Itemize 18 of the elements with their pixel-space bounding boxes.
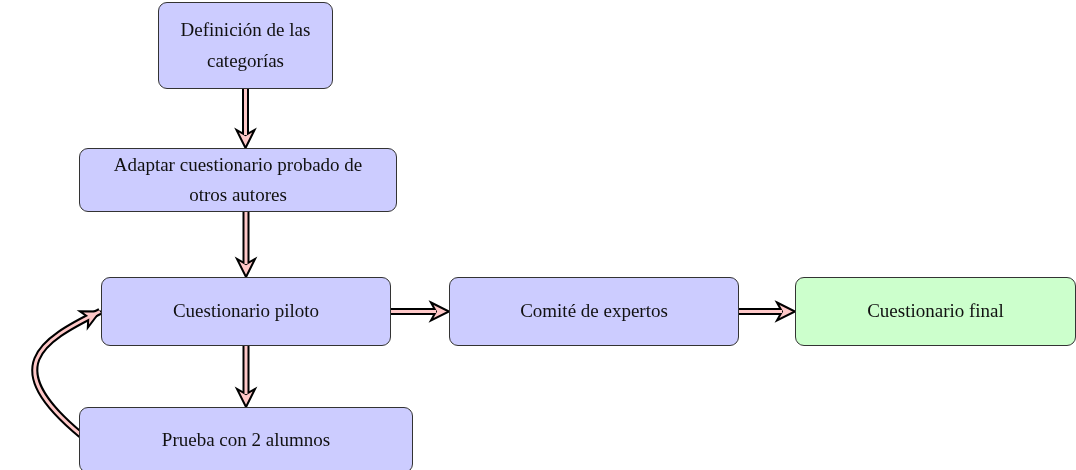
process-box — [158, 2, 333, 89]
box-label: Cuestionario piloto — [172, 299, 320, 324]
process-box — [101, 277, 391, 346]
process-box — [449, 277, 739, 346]
box-label: Cuestionario final — [867, 299, 1004, 324]
double-arrow — [739, 301, 796, 322]
box-label: Adaptar cuestionario probado de otros autores — [112, 152, 364, 207]
box-label: Prueba con 2 alumnos — [161, 427, 331, 452]
process-box — [795, 277, 1076, 346]
double-arrow — [235, 89, 256, 149]
double-arrow — [31, 308, 102, 438]
process-box — [79, 148, 397, 212]
double-arrow — [391, 301, 450, 322]
box-label: Definición de las categorías — [179, 18, 312, 73]
process-box — [79, 407, 413, 470]
double-arrow — [236, 212, 256, 278]
double-arrow — [236, 346, 256, 408]
box-label: Comité de expertos — [520, 299, 668, 324]
